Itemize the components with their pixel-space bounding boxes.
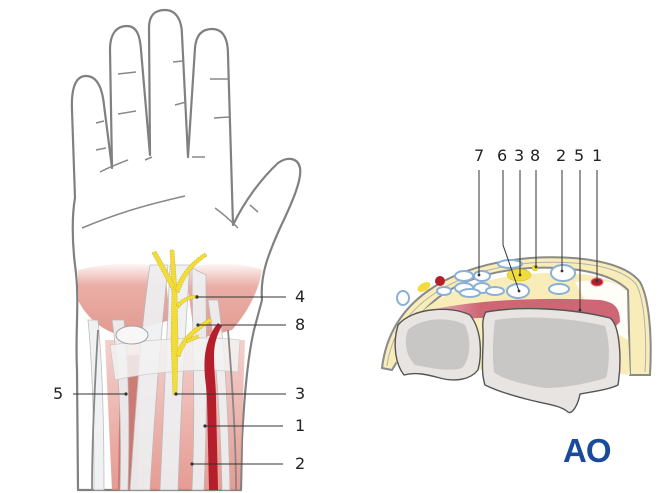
hand-label-4: 4 [295,287,306,306]
hand-label-1: 1 [295,416,306,435]
cross-leader-dots [477,265,599,312]
finger-creases [81,60,259,229]
cross-label-2: 2 [556,146,567,165]
cross-label-8: 8 [530,146,541,165]
cross-label-7: 7 [474,146,485,165]
hand-label-3: 3 [295,384,306,403]
radius-medulla [492,317,609,388]
ao-logo: AO [563,432,611,469]
tendon-sheaths [396,259,576,306]
cross-label-3: 3 [514,146,525,165]
ulnar-artery-section [435,276,445,286]
hand-label-5: 5 [53,384,64,403]
cross-section-illustration [380,170,652,414]
cross-label-1: 1 [592,146,603,165]
palmar-branch-section [531,264,539,272]
pisiform [115,325,149,345]
hand-leader-dots [124,295,207,466]
median-nerve [151,249,213,396]
hand-label-2: 2 [295,454,306,473]
radial-artery [204,323,222,490]
ulnar-nerve-section [417,282,431,292]
cross-leader-lines [478,170,598,310]
cross-label-5: 5 [574,146,585,165]
forearm-outline [91,329,237,491]
hand-leader-lines [73,296,286,465]
hand-label-8: 8 [295,315,306,334]
cross-label-6: 6 [497,146,508,165]
ulna-medulla [405,319,470,370]
